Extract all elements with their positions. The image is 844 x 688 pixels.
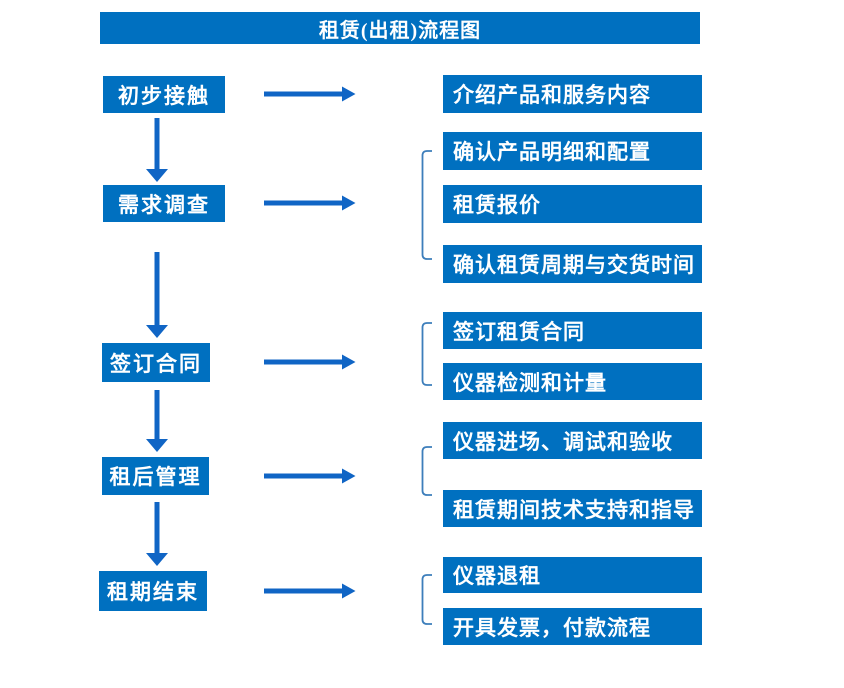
detail-label: 仪器进场、调试和验收 bbox=[453, 429, 673, 454]
step-label: 签订合同 bbox=[110, 351, 202, 376]
step-label: 初步接触 bbox=[118, 83, 210, 108]
detail-label: 仪器检测和计量 bbox=[453, 370, 607, 395]
title-bar: 租赁(出租)流程图 bbox=[100, 12, 700, 44]
detail-box-introduce-products: 介绍产品和服务内容 bbox=[443, 75, 702, 113]
detail-label: 确认租赁周期与交货时间 bbox=[453, 253, 695, 277]
detail-box-instrument-inspection: 仪器检测和计量 bbox=[443, 363, 702, 400]
detail-label: 租赁期间技术支持和指导 bbox=[453, 497, 695, 522]
step-label: 需求调查 bbox=[118, 192, 210, 217]
detail-box-instrument-setup-acceptance: 仪器进场、调试和验收 bbox=[443, 422, 702, 459]
detail-label: 介绍产品和服务内容 bbox=[453, 83, 651, 107]
right-arrow-icon bbox=[264, 354, 356, 370]
right-arrow-icon bbox=[264, 86, 356, 102]
detail-label: 租赁报价 bbox=[453, 193, 541, 217]
detail-label: 仪器退租 bbox=[453, 564, 541, 588]
step-box-rental-end: 租期结束 bbox=[99, 571, 207, 611]
down-arrow-icon bbox=[146, 252, 168, 338]
detail-label: 确认产品明细和配置 bbox=[453, 140, 651, 164]
step-label: 租期结束 bbox=[107, 580, 199, 604]
step-box-sign-contract: 签订合同 bbox=[102, 343, 210, 382]
bracket-group-rental-end bbox=[421, 574, 433, 625]
detail-box-rental-quote: 租赁报价 bbox=[443, 185, 702, 223]
detail-label: 签订租赁合同 bbox=[453, 319, 585, 344]
step-label: 租后管理 bbox=[109, 465, 202, 489]
detail-box-technical-support: 租赁期间技术支持和指导 bbox=[443, 490, 702, 527]
down-arrow-icon bbox=[146, 390, 168, 452]
bracket-group-post-rental bbox=[421, 446, 433, 496]
step-box-post-rental-management: 租后管理 bbox=[102, 457, 209, 495]
right-arrow-icon bbox=[264, 195, 356, 211]
bracket-group-sign-contract bbox=[421, 322, 433, 386]
page-title: 租赁(出租)流程图 bbox=[318, 19, 482, 42]
step-box-needs-survey: 需求调查 bbox=[103, 185, 225, 222]
down-arrow-icon bbox=[146, 502, 168, 566]
step-box-initial-contact: 初步接触 bbox=[103, 76, 225, 113]
right-arrow-icon bbox=[264, 468, 356, 484]
detail-box-confirm-product-config: 确认产品明细和配置 bbox=[443, 132, 702, 170]
right-arrow-icon bbox=[264, 583, 356, 599]
detail-box-instrument-return: 仪器退租 bbox=[443, 557, 702, 593]
detail-box-invoice-payment: 开具发票，付款流程 bbox=[443, 608, 702, 645]
detail-box-sign-rental-contract: 签订租赁合同 bbox=[443, 312, 702, 349]
down-arrow-icon bbox=[146, 118, 168, 182]
detail-label: 开具发票，付款流程 bbox=[453, 615, 651, 640]
bracket-group-needs-survey bbox=[421, 150, 433, 260]
detail-box-confirm-period-delivery: 确认租赁周期与交货时间 bbox=[443, 245, 702, 283]
